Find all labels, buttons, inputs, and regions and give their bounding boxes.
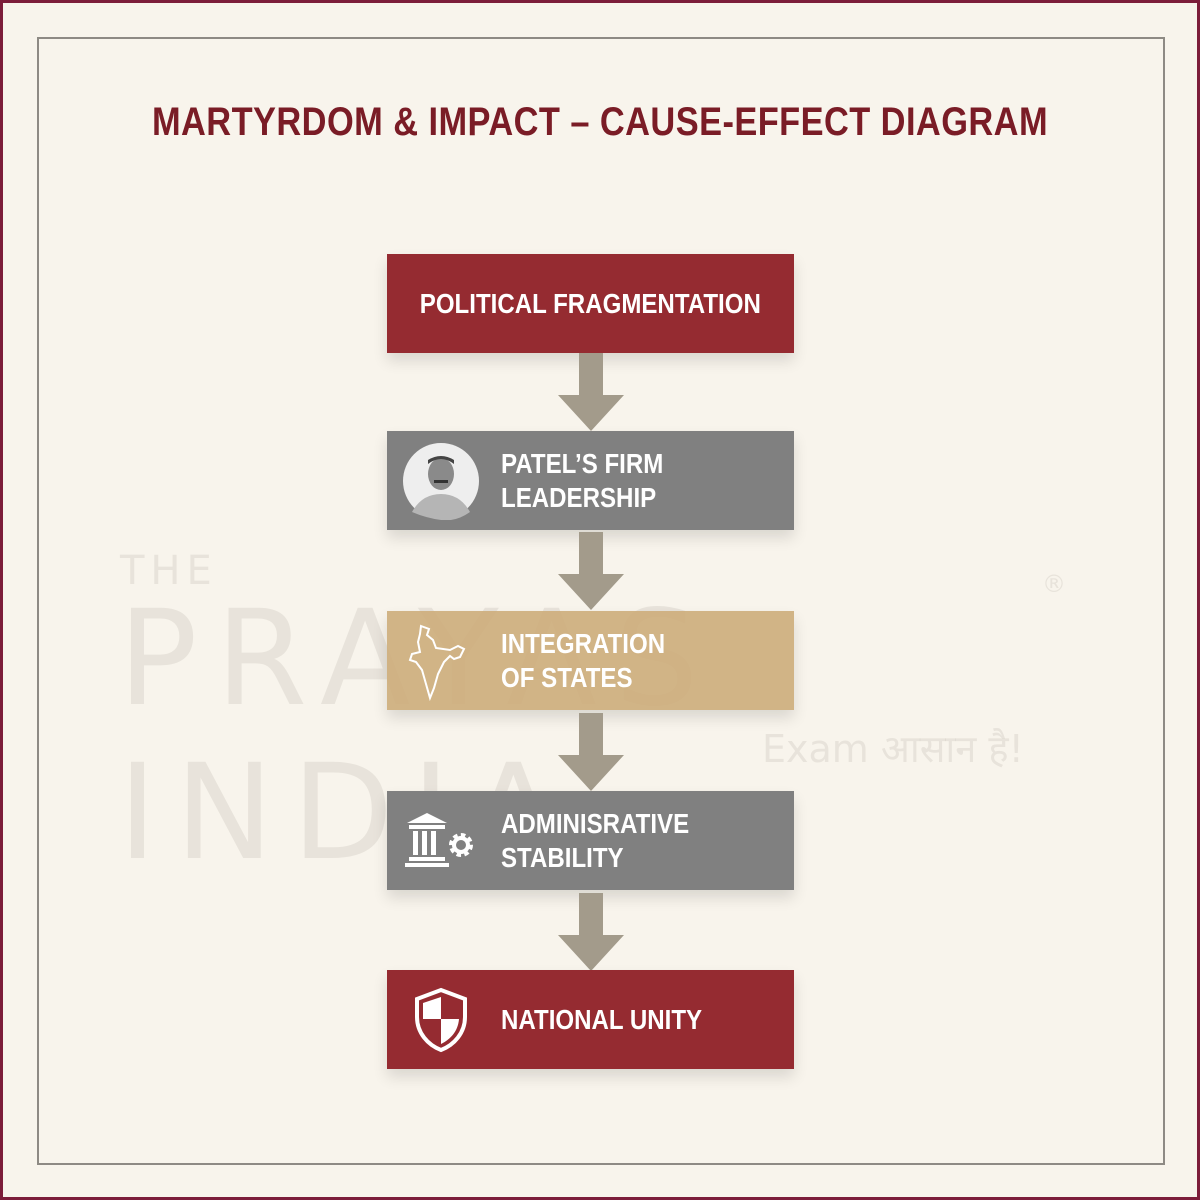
arrow-down-icon bbox=[558, 893, 624, 971]
step-label: NATIONAL UNITY bbox=[501, 1003, 703, 1035]
step-label: POLITICAL FRAGMENTATION bbox=[419, 287, 762, 319]
diagram-title: MARTYRDOM & IMPACT – CAUSE-EFFECT DIAGRA… bbox=[151, 100, 1049, 144]
government-building-gear-icon bbox=[401, 801, 481, 881]
step-administrative-stability: ADMINISRATIVE STABILITY bbox=[387, 791, 794, 890]
inner-frame bbox=[37, 37, 1165, 1165]
shield-icon bbox=[401, 980, 481, 1060]
arrow-down-icon bbox=[558, 353, 624, 431]
step-patels-leadership: PATEL’S FIRM LEADERSHIP bbox=[387, 431, 794, 530]
portrait-icon bbox=[401, 441, 481, 521]
step-label: INTEGRATION OF STATES bbox=[501, 627, 666, 693]
step-label: ADMINISRATIVE STABILITY bbox=[501, 807, 690, 873]
india-map-icon bbox=[401, 621, 481, 701]
arrow-down-icon bbox=[558, 713, 624, 791]
step-political-fragmentation: POLITICAL FRAGMENTATION bbox=[387, 254, 794, 353]
step-label: PATEL’S FIRM LEADERSHIP bbox=[501, 447, 664, 513]
step-integration-of-states: INTEGRATION OF STATES bbox=[387, 611, 794, 710]
step-national-unity: NATIONAL UNITY bbox=[387, 970, 794, 1069]
arrow-down-icon bbox=[558, 532, 624, 610]
